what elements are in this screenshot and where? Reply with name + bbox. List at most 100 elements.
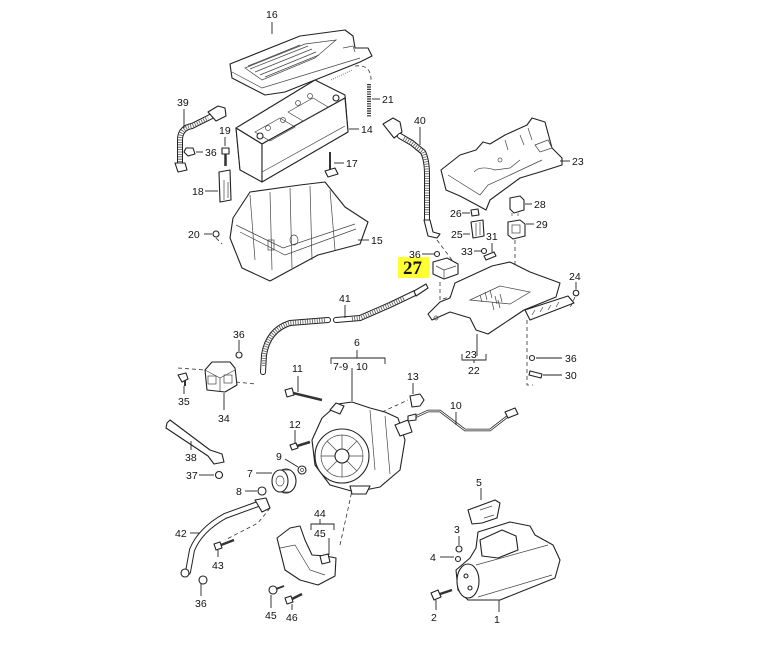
part-39-battery-cable[interactable]	[174, 105, 227, 173]
part-18-bracket[interactable]	[218, 169, 232, 203]
callout-29[interactable]: 29	[536, 219, 548, 231]
callout-7[interactable]: 7	[247, 468, 253, 480]
callout-10-group[interactable]: 10	[356, 361, 368, 373]
part-23-lower-bracket[interactable]	[427, 261, 575, 335]
part-2-bolt[interactable]	[430, 588, 453, 601]
part-44-heat-shield[interactable]	[276, 525, 337, 586]
part-36-nut-d[interactable]	[235, 351, 243, 359]
callout-3[interactable]: 3	[454, 524, 460, 536]
callout-7-9[interactable]: 7-9	[333, 361, 348, 373]
callout-28[interactable]: 28	[534, 199, 546, 211]
callout-36b[interactable]: 36	[409, 249, 421, 261]
part-34-relay-block[interactable]	[204, 361, 238, 393]
part-43-bolt[interactable]	[213, 538, 235, 551]
callout-38[interactable]: 38	[185, 452, 197, 464]
part-5-cover[interactable]	[467, 499, 501, 525]
part-8-nut[interactable]	[257, 486, 267, 496]
part-40-cable[interactable]	[382, 117, 453, 261]
callout-22[interactable]: 22	[468, 365, 480, 377]
callout-33[interactable]: 33	[461, 246, 473, 258]
part-6-alternator[interactable]	[311, 401, 413, 495]
part-14-battery[interactable]	[235, 79, 349, 183]
part-15-battery-tray[interactable]	[229, 181, 369, 282]
part-12-bolt[interactable]	[289, 440, 311, 451]
part-3-nut[interactable]	[455, 545, 463, 553]
callout-10[interactable]: 10	[450, 400, 462, 412]
callout-36c[interactable]: 36	[565, 353, 577, 365]
callout-31[interactable]: 31	[486, 231, 498, 243]
callout-15[interactable]: 15	[371, 235, 383, 247]
callout-1[interactable]: 1	[494, 614, 500, 626]
part-10-sensor-cable[interactable]	[407, 407, 519, 432]
callout-11[interactable]: 11	[292, 363, 303, 375]
part-1-starter-motor[interactable]	[455, 521, 561, 601]
callout-35[interactable]: 35	[178, 396, 190, 408]
callout-34[interactable]: 34	[218, 413, 230, 425]
part-16-battery-cover[interactable]	[229, 29, 373, 96]
part-41-cable[interactable]	[260, 283, 429, 375]
part-38-strap[interactable]	[165, 419, 225, 465]
callout-5[interactable]: 5	[476, 477, 482, 489]
part-28-relay[interactable]	[509, 195, 525, 216]
part-25-fuse-holder[interactable]	[470, 219, 485, 239]
callout-27-highlight[interactable]: 27	[403, 258, 423, 279]
part-31-fuse-link[interactable]	[483, 251, 497, 261]
callout-17[interactable]: 17	[346, 158, 358, 170]
callout-12[interactable]: 12	[289, 419, 301, 431]
callout-26[interactable]: 26	[450, 208, 462, 220]
callout-13[interactable]: 13	[407, 371, 419, 383]
callout-6[interactable]: 6	[354, 337, 360, 349]
part-13-bushing[interactable]	[409, 393, 425, 408]
callout-43[interactable]: 43	[212, 560, 224, 572]
part-11-bolt[interactable]	[284, 387, 323, 402]
callout-45-group[interactable]: 45	[314, 528, 326, 540]
part-19-bolt[interactable]	[221, 147, 230, 166]
part-17-hold-down[interactable]	[324, 152, 339, 178]
part-4-nut[interactable]	[454, 555, 462, 563]
part-21-strap[interactable]	[330, 65, 372, 117]
callout-24[interactable]: 24	[569, 271, 581, 283]
callout-4[interactable]: 4	[430, 552, 436, 564]
part-20-nut[interactable]	[212, 230, 223, 245]
part-26-fuse[interactable]	[470, 208, 480, 217]
callout-2[interactable]: 2	[431, 612, 437, 624]
callout-21[interactable]: 21	[382, 94, 394, 106]
part-24-nut[interactable]	[569, 289, 580, 309]
callout-30[interactable]: 30	[565, 370, 577, 382]
callout-36e[interactable]: 36	[195, 598, 207, 610]
callout-18[interactable]: 18	[192, 186, 204, 198]
callout-25[interactable]: 25	[451, 229, 463, 241]
callout-40[interactable]: 40	[414, 115, 426, 127]
callout-20[interactable]: 20	[188, 229, 200, 241]
part-33-nut[interactable]	[480, 247, 488, 255]
callout-8[interactable]: 8	[236, 486, 242, 498]
part-36-nut-e[interactable]	[198, 575, 208, 585]
callout-16[interactable]: 16	[266, 9, 278, 21]
callout-23b[interactable]: 23	[465, 349, 477, 361]
callout-45[interactable]: 45	[265, 610, 277, 622]
callout-9[interactable]: 9	[276, 451, 282, 463]
callout-14[interactable]: 14	[361, 124, 373, 136]
callout-37[interactable]: 37	[186, 470, 198, 482]
part-36-nut-a[interactable]	[183, 147, 196, 157]
part-30-bolt[interactable]	[528, 370, 543, 379]
callout-36d[interactable]: 36	[233, 329, 245, 341]
part-45-bolt[interactable]	[268, 585, 285, 595]
part-37-nut[interactable]	[214, 470, 224, 480]
callout-39[interactable]: 39	[177, 97, 189, 109]
part-27-component[interactable]	[432, 257, 459, 280]
part-46-bolt[interactable]	[284, 592, 303, 605]
part-7-pulley[interactable]	[271, 468, 297, 494]
callout-36a[interactable]: 36	[205, 147, 217, 159]
part-23-upper-bracket[interactable]	[440, 117, 563, 211]
callout-42[interactable]: 42	[175, 528, 187, 540]
callout-41[interactable]: 41	[339, 293, 351, 305]
part-36-nut-b[interactable]	[433, 250, 441, 258]
part-35-screw[interactable]	[177, 372, 189, 386]
callout-19[interactable]: 19	[219, 125, 231, 137]
callout-23a[interactable]: 23	[572, 156, 584, 168]
part-9-washer[interactable]	[297, 465, 307, 475]
part-36-nut-c[interactable]	[528, 354, 536, 362]
callout-44[interactable]: 44	[314, 508, 326, 520]
part-42-ground-strap[interactable]	[180, 497, 271, 578]
